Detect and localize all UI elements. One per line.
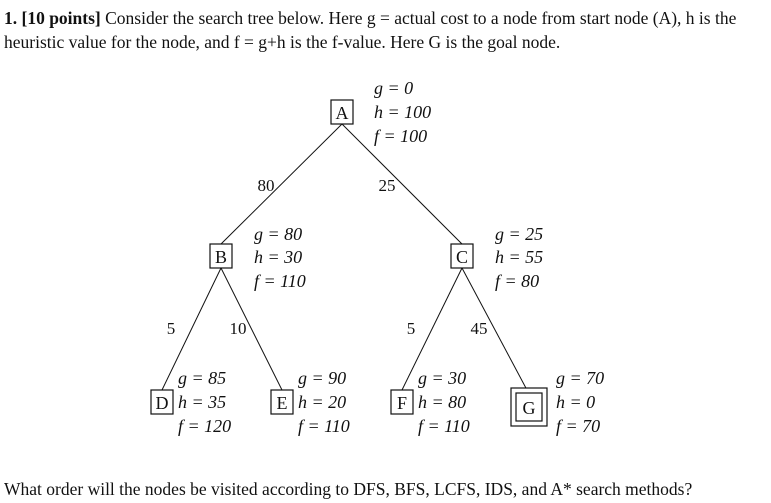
node-b-h: h = 30	[254, 247, 302, 267]
node-b-g: g = 80	[254, 224, 302, 244]
node-a-g: g = 0	[374, 78, 413, 98]
edge-cost-b-d: 5	[167, 319, 176, 338]
node-c-h: h = 55	[495, 247, 543, 267]
node-g-h: h = 0	[556, 392, 595, 412]
edge-b-e	[220, 267, 283, 391]
edge-c-f	[401, 267, 463, 391]
node-e: E g = 90 h = 20 f = 110	[270, 368, 350, 436]
node-d-g: g = 85	[178, 368, 226, 388]
node-c: C g = 25 h = 55 f = 80	[450, 224, 543, 291]
node-e-h: h = 20	[298, 392, 346, 412]
edge-cost-c-g: 45	[471, 319, 488, 338]
question-points: [10 points]	[21, 8, 101, 28]
node-e-g: g = 90	[298, 368, 346, 388]
node-c-f: f = 80	[495, 271, 539, 291]
node-f-h: h = 80	[418, 392, 466, 412]
node-d-label: D	[156, 393, 169, 413]
node-b-f: f = 110	[254, 271, 306, 291]
edge-c-g	[461, 267, 528, 391]
node-f: F g = 30 h = 80 f = 110	[390, 368, 470, 436]
node-d-h: h = 35	[178, 392, 226, 412]
node-g-f: f = 70	[556, 416, 600, 436]
node-a-h: h = 100	[374, 102, 431, 122]
edge-b-d	[161, 267, 222, 391]
footer-question: What order will the nodes be visited acc…	[4, 479, 693, 499]
edge-cost-b-e: 10	[230, 319, 247, 338]
node-e-f: f = 110	[298, 416, 350, 436]
question-number: 1.	[4, 8, 18, 28]
node-d: D g = 85 h = 35 f = 120	[150, 368, 231, 436]
edge-cost-c-f: 5	[407, 319, 416, 338]
node-b-label: B	[215, 247, 227, 267]
node-b: B g = 80 h = 30 f = 110	[209, 224, 306, 291]
edge-cost-a-c: 25	[379, 176, 396, 195]
node-c-g: g = 25	[495, 224, 543, 244]
edge-a-c	[341, 123, 463, 245]
node-f-f: f = 110	[418, 416, 470, 436]
node-c-label: C	[456, 247, 468, 267]
node-f-g: g = 30	[418, 368, 466, 388]
question-body: Consider the search tree below. Here g =…	[4, 8, 737, 52]
node-a-label: A	[336, 103, 349, 123]
edge-a-b	[220, 123, 343, 245]
question-text: 1. [10 points] Consider the search tree …	[4, 6, 767, 54]
node-f-label: F	[397, 393, 407, 413]
node-a-f: f = 100	[374, 126, 427, 146]
node-g-goal: G g = 70 h = 0 f = 70	[510, 368, 604, 436]
node-e-label: E	[277, 393, 288, 413]
node-d-f: f = 120	[178, 416, 231, 436]
node-a: A g = 0 h = 100 f = 100	[330, 78, 431, 146]
edge-cost-a-b: 80	[258, 176, 275, 195]
node-g-label: G	[523, 398, 536, 418]
node-g-g: g = 70	[556, 368, 604, 388]
